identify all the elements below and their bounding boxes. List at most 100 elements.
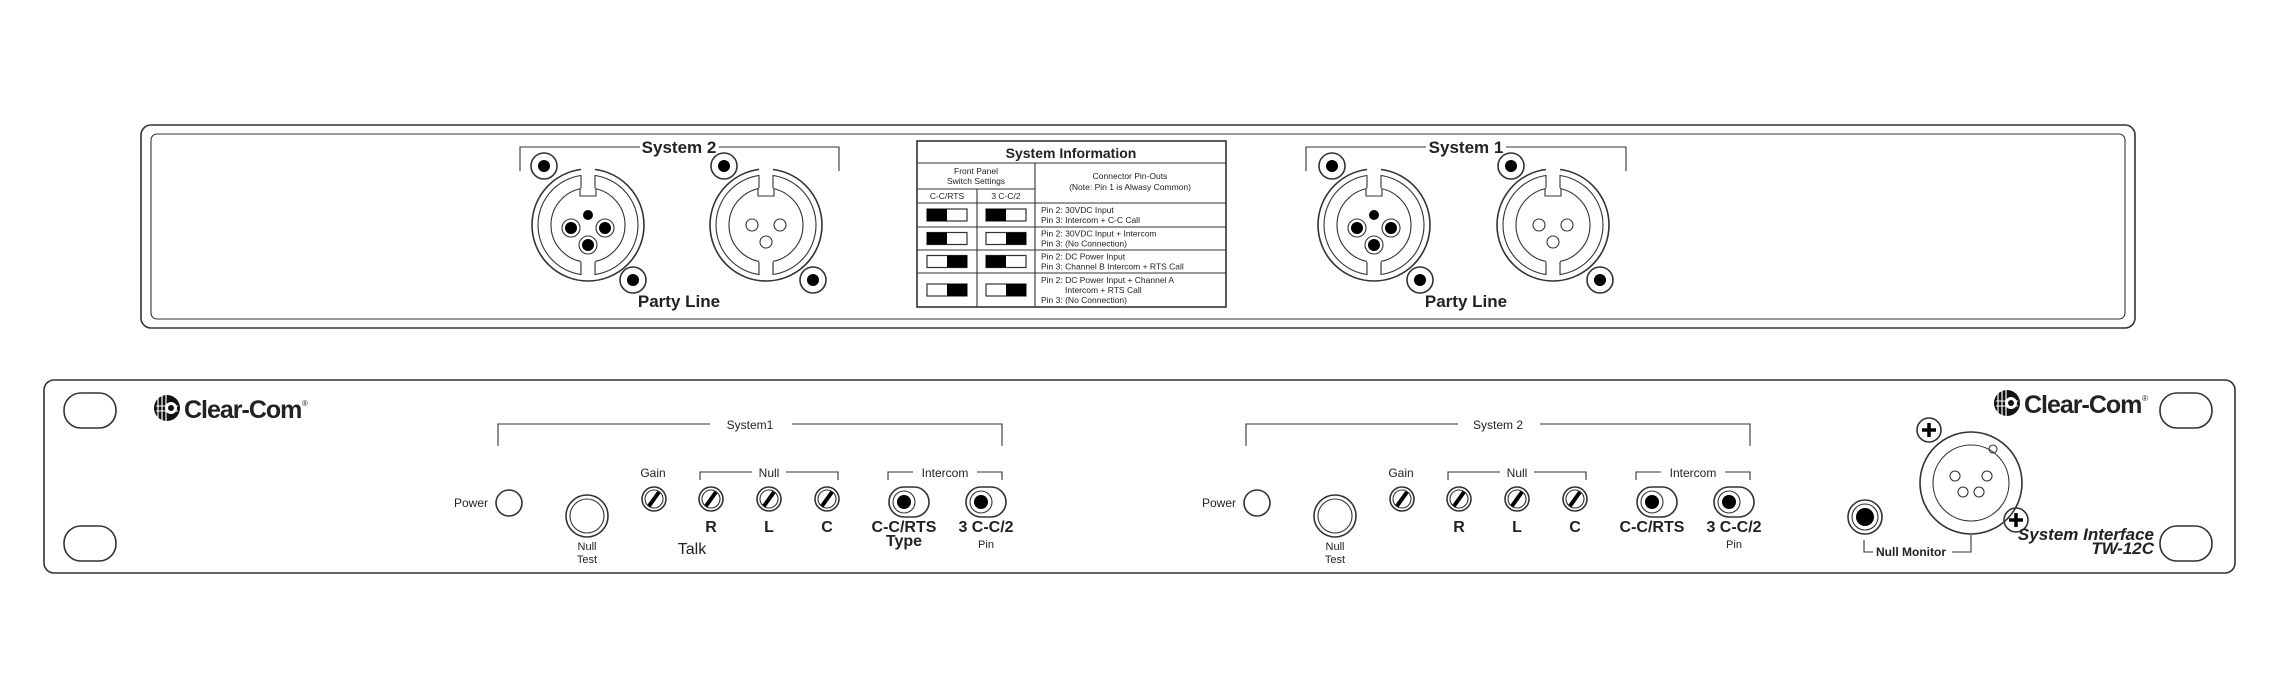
screw-icon [1318, 152, 1346, 180]
null-test-label: Null [578, 541, 597, 553]
table-row: Pin 2: DC Power Input + Channel AInterco… [926, 275, 1174, 305]
table-title: System Information [1006, 145, 1137, 161]
pinout-text: Pin 2: DC Power Input [1041, 252, 1126, 262]
pinout-text: Intercom + RTS Call [1065, 285, 1142, 295]
null-c-knob[interactable] [813, 485, 841, 513]
xlr-male-connector-icon [1919, 431, 2023, 535]
null-r-knob[interactable] [697, 485, 725, 513]
xlr-female-connector-icon [1317, 166, 1431, 282]
model-number: TW-12C [2091, 539, 2154, 558]
screw-icon [799, 266, 827, 294]
null-r-label: R [1453, 519, 1465, 536]
screw-icon [619, 266, 647, 294]
rear-system-1: System 1 Party Line [1305, 138, 1627, 311]
power-label: Power [454, 496, 488, 510]
3cc2-label: 3 C-C/2 [958, 519, 1013, 536]
null-label: Null [759, 466, 780, 480]
cc-rts-label: C-C/RTS [1620, 519, 1685, 536]
null-l-label: L [1512, 519, 1522, 536]
front-system-2: System 2 Power Null Test Gain Null R L C… [1202, 418, 1762, 566]
xlr-female-connector-icon [531, 166, 645, 282]
dip-switch-icon [985, 208, 1027, 222]
system-information-table: System Information Front Panel Switch Se… [916, 140, 1227, 308]
dip-switch-icon [926, 208, 968, 222]
rack-ear-hole [2159, 525, 2213, 562]
registered-mark: ® [302, 399, 308, 408]
dip-switch-icon [985, 231, 1027, 246]
xlr-female-open-connector-icon [1496, 166, 1610, 282]
gain-knob[interactable] [640, 485, 668, 513]
screw-icon [530, 152, 558, 180]
power-led [1243, 489, 1271, 517]
pinout-text: Pin 2: 30VDC Input + Intercom [1041, 229, 1157, 239]
pinout-text: Pin 3: (No Connection) [1041, 239, 1127, 249]
dip-switch-icon [926, 283, 968, 297]
brand-name: Clear-Com [184, 396, 301, 424]
system-title: System1 [727, 418, 774, 432]
gain-label: Gain [1388, 466, 1413, 480]
dip-switch-icon [926, 231, 968, 246]
null-test-label: Test [577, 554, 597, 566]
front-panel: Clear-Com ® Clear-Com ® System1 Power Nu… [43, 379, 2236, 574]
cc-rts-switch[interactable] [888, 486, 930, 518]
null-l-knob[interactable] [1503, 485, 1531, 513]
pinout-text: Pin 2: DC Power Input + Channel A [1041, 275, 1174, 285]
column-header-3cc2: 3 C-C/2 [991, 191, 1021, 201]
power-label: Power [1202, 496, 1236, 510]
pinout-header: Connector Pin-Outs [1093, 171, 1168, 181]
gain-label: Gain [640, 466, 665, 480]
gain-knob[interactable] [1388, 485, 1416, 513]
null-monitor-jack[interactable] [1847, 499, 1883, 535]
pinout-text: Pin 3: Channel B Intercom + RTS Call [1041, 262, 1184, 272]
system-1-title: System 1 [1429, 138, 1504, 157]
3cc2-switch[interactable] [965, 486, 1007, 518]
3cc2-switch[interactable] [1713, 486, 1755, 518]
pin-label: Pin [1726, 539, 1742, 551]
null-test-button[interactable] [565, 494, 609, 538]
pin-label: Pin [978, 539, 994, 551]
rack-ear-hole [63, 525, 117, 562]
null-test-button[interactable] [1313, 494, 1357, 538]
rack-ear-hole [63, 392, 117, 429]
dip-switch-icon [985, 283, 1027, 297]
model-name: System Interface [2018, 525, 2154, 544]
pinout-text: Pin 2: 30VDC Input [1041, 205, 1114, 215]
screw-plus-icon [1915, 416, 1943, 444]
clear-com-logo-icon [153, 394, 181, 422]
party-line-label: Party Line [638, 292, 720, 311]
clear-com-logo-icon [1993, 389, 2021, 417]
null-test-label: Test [1325, 554, 1345, 566]
system-1-bracket [1305, 146, 1627, 171]
null-monitor-label: Null Monitor [1876, 545, 1946, 559]
null-label: Null [1507, 466, 1528, 480]
null-r-label: R [705, 519, 717, 536]
screw-icon [1586, 266, 1614, 294]
switch-header: Front Panel [954, 166, 998, 176]
rear-system-2: System 2 Party Line [519, 138, 840, 311]
clear-com-logo: Clear-Com ® [153, 394, 308, 424]
pinout-text: Pin 3: (No Connection) [1041, 295, 1127, 305]
null-l-knob[interactable] [755, 485, 783, 513]
system-2-title: System 2 [642, 138, 717, 157]
brand-name: Clear-Com [2024, 391, 2141, 419]
clear-com-logo: Clear-Com ® [1993, 389, 2148, 419]
switch-header: Switch Settings [947, 176, 1005, 186]
pinout-header: (Note: Pin 1 is Alwasy Common) [1069, 182, 1191, 192]
cc-rts-switch[interactable] [1636, 486, 1678, 518]
null-r-knob[interactable] [1445, 485, 1473, 513]
dip-switch-icon [985, 254, 1027, 269]
intercom-label: Intercom [1670, 466, 1717, 480]
talk-label: Talk [678, 541, 707, 558]
type-label: Type [886, 533, 922, 550]
dip-switch-icon [926, 254, 968, 269]
null-c-label: C [1569, 519, 1581, 536]
3cc2-label: 3 C-C/2 [1706, 519, 1761, 536]
null-c-knob[interactable] [1561, 485, 1589, 513]
rack-ear-hole [2159, 392, 2213, 429]
rear-panel: System 2 Party Line [140, 124, 2136, 329]
registered-mark: ® [2142, 394, 2148, 403]
